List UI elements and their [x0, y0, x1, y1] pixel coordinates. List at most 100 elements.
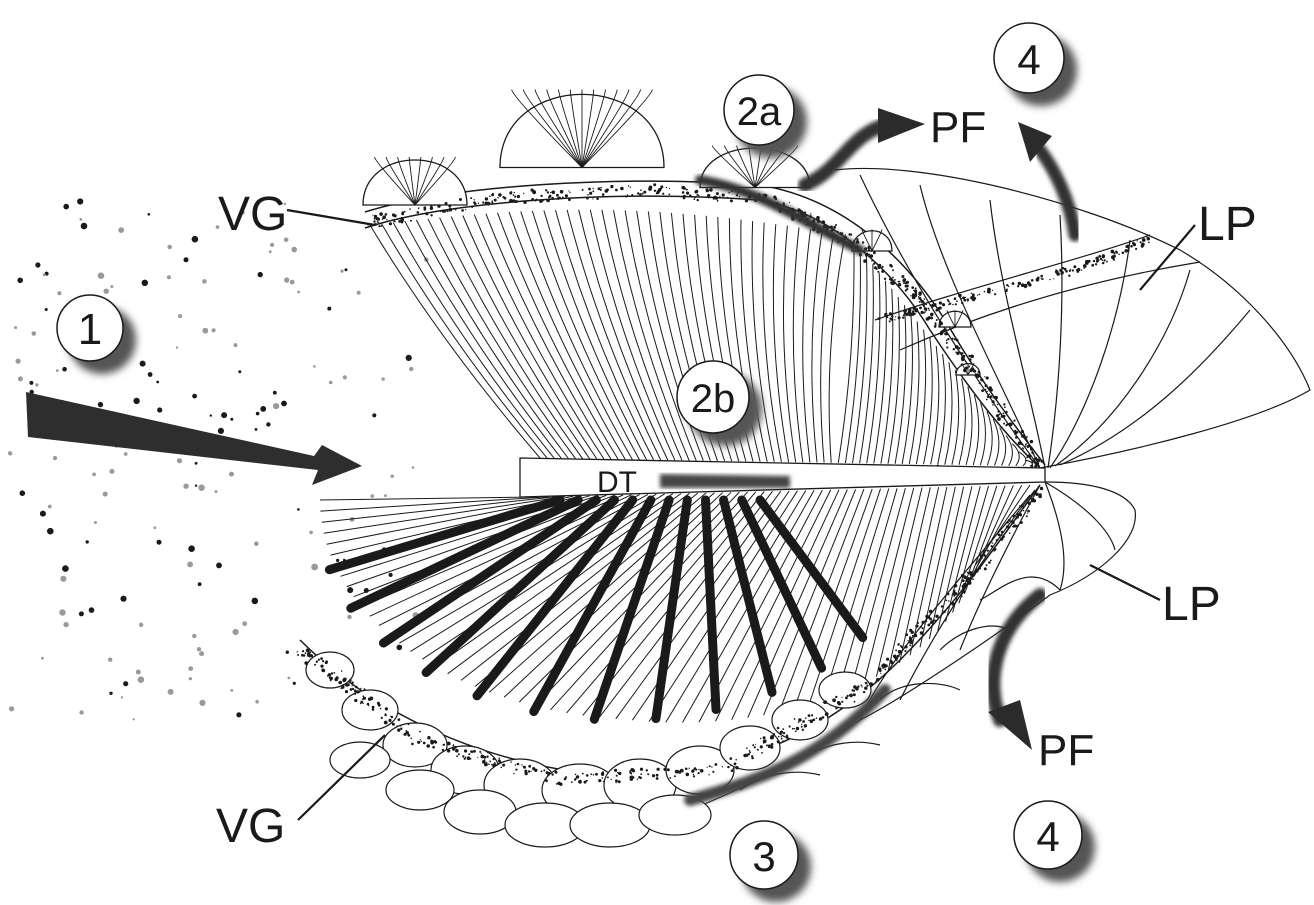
stipple-dot	[1027, 445, 1030, 448]
upper-rib	[532, 211, 639, 460]
stipple-dot	[910, 295, 911, 296]
stipple-dot	[455, 209, 457, 211]
stipple-dot	[638, 776, 641, 779]
stipple-dot	[889, 312, 892, 315]
stipple-dot	[411, 743, 414, 746]
stipple-dot	[922, 621, 925, 624]
particle	[297, 508, 300, 511]
stipple-dot	[437, 204, 440, 207]
stipple-dot	[802, 729, 804, 731]
particle	[40, 511, 46, 517]
lobe	[386, 770, 454, 810]
upper-rib	[803, 229, 811, 462]
stipple-dot	[884, 278, 886, 280]
stipple-dot	[992, 400, 995, 403]
stipple-dot	[502, 196, 504, 198]
stipple-dot	[1005, 411, 1008, 414]
stipple-dot	[912, 635, 913, 636]
stipple-dot	[1021, 443, 1023, 445]
stipple-dot	[727, 766, 729, 768]
stipple-dot	[892, 277, 894, 279]
stipple-dot	[328, 673, 331, 676]
stipple-dot	[491, 202, 493, 204]
stipple-dot	[491, 764, 493, 766]
stipple-dot	[795, 730, 797, 732]
stipple-dot	[958, 294, 962, 298]
marker-1: 1	[57, 295, 136, 374]
stipple-dot	[913, 313, 915, 315]
particle	[59, 609, 65, 615]
stipple-dot	[1148, 242, 1150, 244]
particle	[89, 607, 95, 613]
stipple-dot	[707, 767, 708, 768]
stipple-dot	[410, 738, 412, 740]
stipple-dot	[894, 279, 896, 281]
stipple-dot	[976, 375, 979, 378]
stipple-dot	[954, 297, 957, 300]
stipple-dot	[770, 735, 774, 739]
stipple-dot	[489, 761, 491, 763]
stipple-dot	[780, 731, 783, 734]
stipple-dot	[1004, 406, 1006, 408]
stipple-dot	[515, 764, 517, 766]
stipple-dot	[1032, 452, 1034, 454]
particle	[327, 307, 331, 311]
stipple-dot	[1095, 263, 1097, 265]
upper-rib	[793, 227, 803, 462]
stipple-dot	[994, 293, 996, 295]
particle	[192, 394, 197, 399]
stipple-dot	[958, 347, 960, 349]
stipple-dot	[461, 209, 464, 212]
stipple-dot	[876, 268, 878, 270]
stipple-dot	[630, 187, 631, 188]
stipple-dot	[899, 281, 901, 283]
stipple-dot	[487, 202, 491, 206]
stipple-dot	[804, 211, 806, 213]
stipple-dot	[894, 657, 898, 661]
upper-rib	[902, 313, 912, 464]
stipple-dot	[434, 741, 437, 744]
stipple-dot	[555, 771, 558, 774]
particle	[229, 472, 234, 477]
particle	[8, 451, 12, 455]
particle	[86, 540, 89, 543]
stipple-dot	[967, 572, 969, 574]
stipple-dot	[545, 779, 548, 782]
stipple-dot	[445, 202, 448, 205]
upper-rib	[1006, 436, 1012, 466]
stipple-dot	[830, 226, 833, 229]
stipple-dot	[686, 773, 690, 777]
stipple-dot	[889, 318, 891, 320]
particle	[187, 562, 193, 568]
particle	[108, 658, 112, 662]
particle	[176, 346, 178, 348]
stipple-dot	[368, 705, 369, 706]
stipple-dot	[730, 200, 731, 201]
particle	[389, 573, 393, 577]
stipple-dot	[739, 196, 740, 197]
stipple-dot	[610, 779, 611, 780]
stipple-dot	[1081, 269, 1082, 270]
stipple-dot	[347, 683, 350, 686]
stipple-dot	[754, 746, 756, 748]
stipple-dot	[808, 714, 811, 717]
stipple-dot	[598, 779, 601, 782]
stipple-dot	[706, 189, 709, 192]
particle	[260, 406, 266, 412]
dark-tentacle	[706, 500, 717, 710]
marker-4-bottom: 4	[1014, 801, 1095, 882]
stipple-dot	[989, 289, 991, 291]
stipple-dot	[1040, 460, 1043, 463]
stipple-dot	[955, 345, 959, 349]
stipple-dot	[680, 769, 684, 773]
upper-rib	[973, 395, 979, 465]
stipple-dot	[731, 770, 734, 773]
particle	[256, 412, 260, 416]
stipple-dot	[954, 596, 955, 597]
particle	[154, 526, 157, 529]
stipple-dot	[730, 757, 733, 760]
stipple-dot	[419, 731, 421, 733]
stipple-dot	[768, 744, 772, 748]
stipple-dot	[693, 775, 695, 777]
stipple-dot	[402, 211, 405, 214]
